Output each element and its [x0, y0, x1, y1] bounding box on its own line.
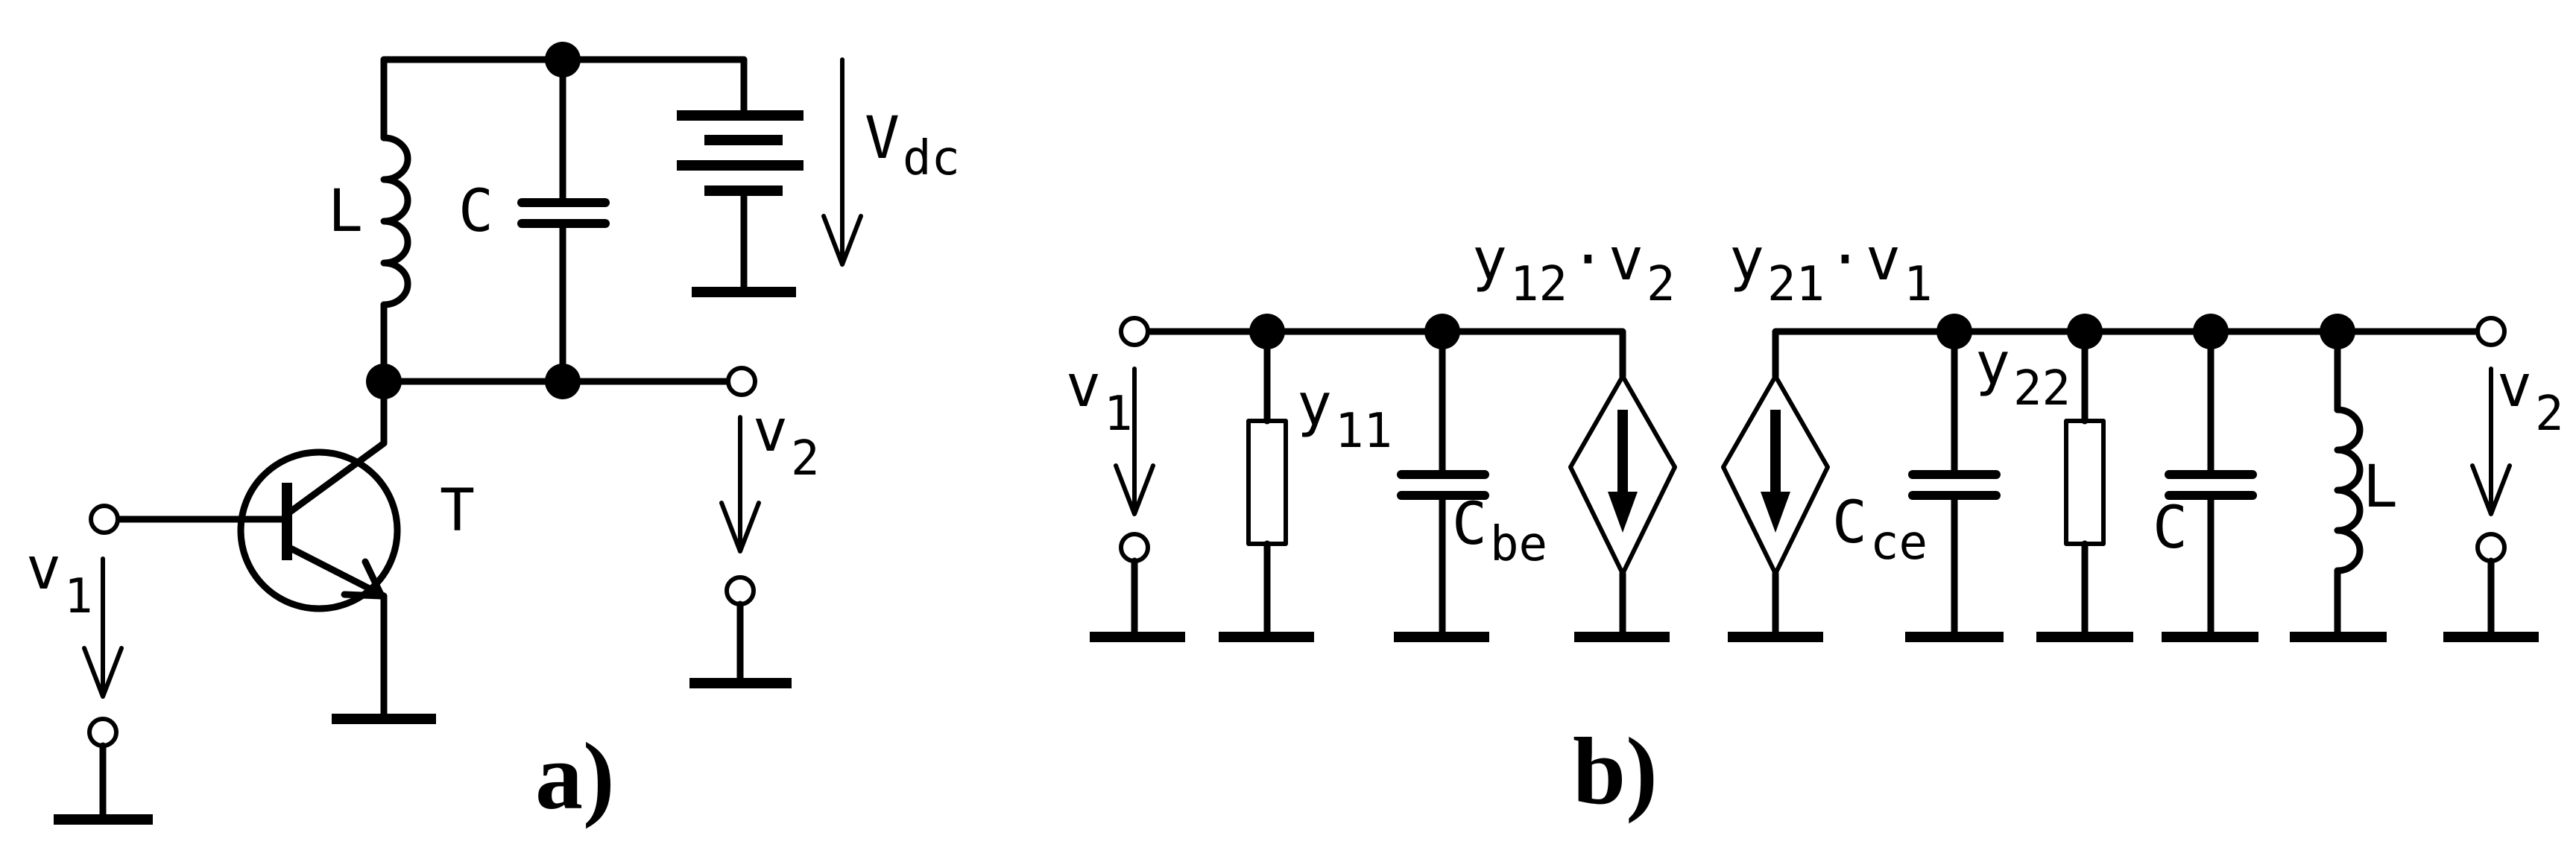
collector-lead: [285, 378, 388, 516]
resistor-y22: [2064, 419, 2106, 546]
left-rail-wire: [1143, 328, 1626, 380]
inductor-L-b: [2334, 406, 2364, 574]
b-label-input-voltage: v 1: [1066, 353, 1133, 442]
label-inductor: L: [328, 178, 363, 245]
source-y21-arrow-head: [1761, 492, 1790, 533]
panel-a-caption: a): [535, 723, 615, 829]
b-label-inductor: L: [2363, 454, 2398, 521]
label-source-y21-v1: y 21 · v 1: [1729, 226, 1933, 312]
b-output-terminal-bottom: [2475, 532, 2507, 563]
output-terminal-top: [726, 366, 757, 397]
vdc-arrow: [821, 57, 863, 267]
node-cbe: [1424, 314, 1460, 349]
panel-b-caption: b): [1573, 718, 1658, 824]
node-y22: [2067, 314, 2103, 349]
emitter-arrow: [341, 558, 385, 600]
label-capacitor: C: [458, 178, 493, 245]
label-output-voltage: v 2: [753, 398, 820, 486]
label-cbe: C be: [1452, 491, 1547, 572]
v1-arrow: [82, 556, 124, 699]
label-cce: C ce: [1832, 489, 1928, 571]
node-y11: [1249, 314, 1285, 349]
b-input-terminal-bottom: [1119, 532, 1150, 563]
label-source-y12-v2: y 12 · v 2: [1472, 226, 1676, 312]
node-top-capacitor: [545, 42, 581, 77]
b-output-terminal-top: [2475, 316, 2507, 347]
input-terminal-top: [89, 504, 120, 535]
b-input-terminal-top: [1119, 316, 1150, 347]
b-v1-arrow: [1114, 367, 1155, 516]
right-rail-wire: [1772, 328, 2482, 380]
label-y11: y 11: [1297, 372, 1392, 459]
node-c: [2193, 314, 2229, 349]
node-cce: [1936, 314, 1972, 349]
input-terminal-bottom: [87, 717, 119, 748]
inductor-L: [380, 134, 411, 308]
resistor-y11: [1246, 419, 1288, 546]
panel-b-equivalent-circuit: v 1 y 11 C be y 12 · v 2 y 21 · v 1 C ce: [1066, 226, 2564, 824]
b-v2-arrow: [2470, 367, 2512, 516]
label-vdc: V dc: [865, 105, 960, 186]
node-output: [545, 364, 581, 399]
panel-a-tank-circuit: L C V dc T v 1 v 2 a): [26, 42, 960, 829]
b-label-capacitor: C: [2153, 495, 2188, 562]
label-y22: y 22: [1975, 331, 2071, 416]
transistor-body: [237, 448, 401, 612]
node-l: [2320, 314, 2355, 349]
v2-arrow: [719, 415, 761, 554]
node-collector: [366, 364, 402, 399]
label-input-voltage: v 1: [26, 536, 93, 624]
source-y12-arrow-head: [1608, 492, 1638, 533]
output-terminal-bottom: [724, 575, 756, 606]
b-label-output-voltage: v 2: [2497, 353, 2564, 442]
label-transistor: T: [440, 478, 475, 545]
